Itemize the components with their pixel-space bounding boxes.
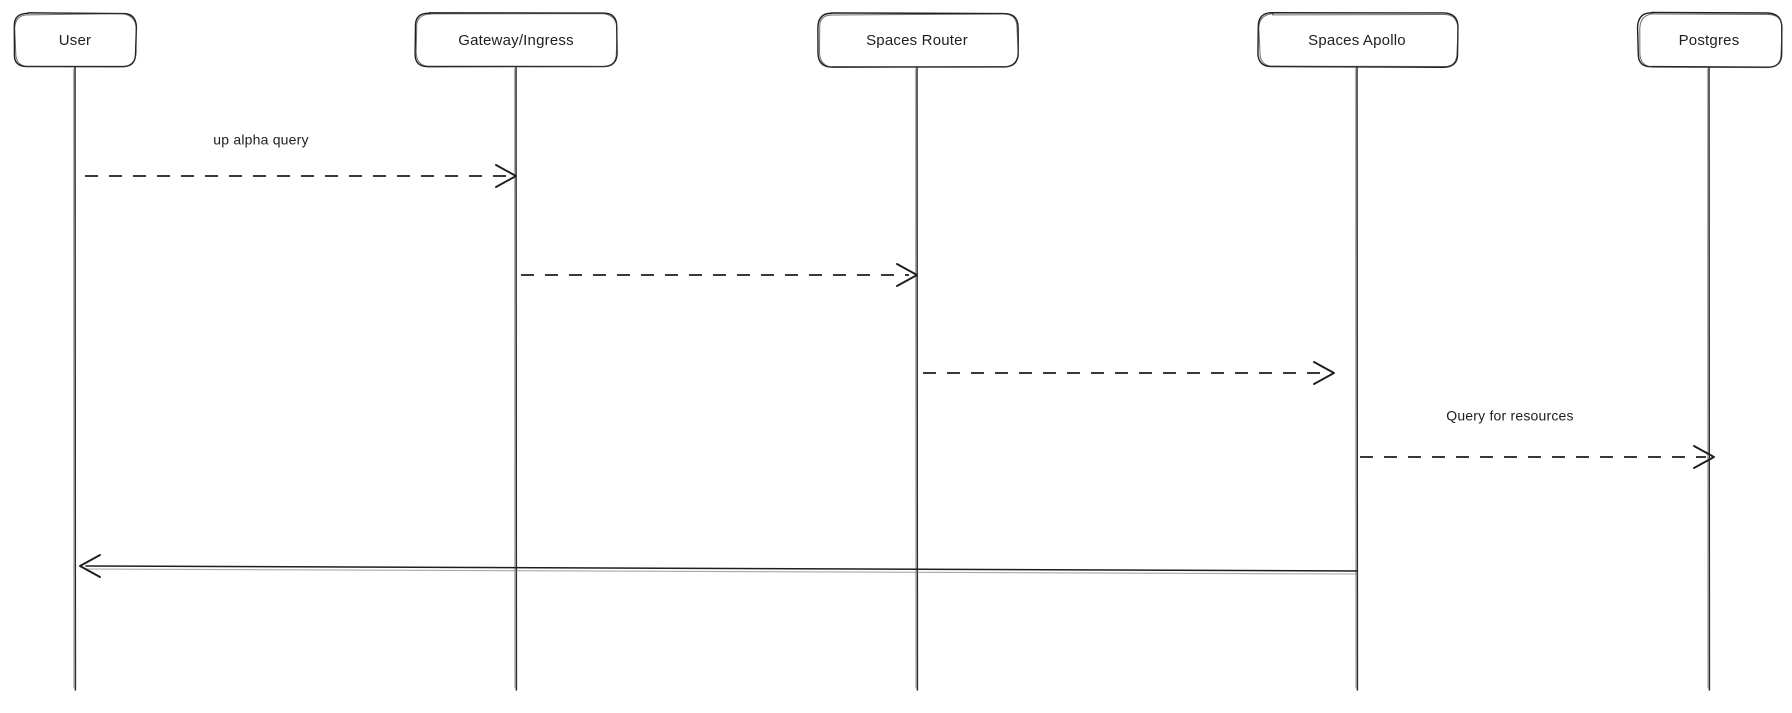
participant-label: Spaces Apollo (1308, 32, 1406, 49)
message-arrowhead (495, 164, 517, 188)
lifeline-spaces-router (914, 66, 919, 691)
participant-user[interactable]: User (13, 12, 138, 68)
participant-postgres[interactable]: Postgres (1636, 11, 1783, 69)
message-arrowhead (1313, 361, 1335, 385)
participant-box-sketch-stroke (14, 13, 137, 68)
participant-label: User (59, 32, 91, 49)
lifeline-postgres (1706, 66, 1711, 691)
message-arrowhead (896, 263, 918, 287)
lifeline-user (72, 66, 77, 691)
participant-spaces-apollo[interactable]: Spaces Apollo (1257, 11, 1459, 68)
message-label: Query for resources (1446, 408, 1574, 424)
message-arrowhead (79, 554, 101, 578)
message-msg-4[interactable]: Query for resources (1360, 408, 1715, 469)
participant-label: Gateway/Ingress (458, 32, 574, 49)
message-msg-5[interactable] (79, 554, 1358, 578)
participants-layer: User Gateway/Ingress Spaces Router Spaces A… (13, 11, 1783, 69)
lifeline-gateway (513, 66, 518, 691)
lifeline-spaces-apollo (1354, 66, 1359, 691)
message-label: up alpha query (213, 132, 308, 148)
participant-box-sketch-stroke (415, 13, 618, 67)
lifelines-layer (72, 66, 1711, 691)
message-msg-1[interactable]: up alpha query (85, 132, 517, 188)
message-line-solid (85, 565, 1358, 572)
participant-box-sketch-stroke (1639, 13, 1783, 69)
participant-box-sketch-stroke (818, 13, 1019, 68)
message-msg-3[interactable] (923, 361, 1335, 385)
participant-label: Postgres (1679, 32, 1740, 49)
participant-box-sketch-stroke (1258, 13, 1459, 67)
message-msg-2[interactable] (521, 263, 918, 287)
message-line-sketch-stroke (85, 568, 1358, 575)
participant-box (1257, 11, 1459, 68)
message-arrowhead (1693, 445, 1715, 469)
participant-spaces-router[interactable]: Spaces Router (817, 12, 1019, 68)
participant-gateway[interactable]: Gateway/Ingress (414, 12, 618, 68)
participant-label: Spaces Router (866, 32, 968, 49)
